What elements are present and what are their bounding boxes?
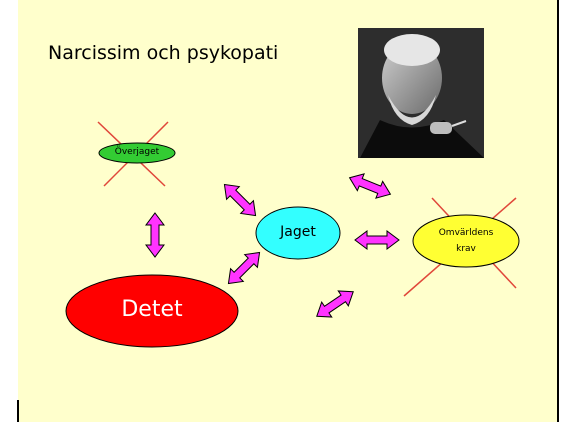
arrow-jaget-omvarldens [354,230,400,250]
jaget-label: Jaget [280,224,316,240]
arrow-overjaget-detet [145,212,165,258]
omvarldens-krav-label-line1: Omvärldens [438,228,494,238]
detet-label: Detet [121,297,183,322]
arrow-bottom-omvarldens [316,290,354,318]
arrow-jaget-upper-left [223,183,257,217]
slide-title: Narcissim och psykopati [48,42,279,64]
omvarldens-krav-label-line2: krav [456,244,476,254]
omvarldens-krav-node [412,214,520,268]
overjaget-label: Överjaget [114,147,160,157]
detet-node [65,274,239,348]
jaget-node [255,206,341,260]
arrow-jaget-detet [227,251,261,285]
portrait-photo [358,28,484,158]
overjaget-node [98,142,176,164]
arrow-top-omvarldens [348,173,392,199]
